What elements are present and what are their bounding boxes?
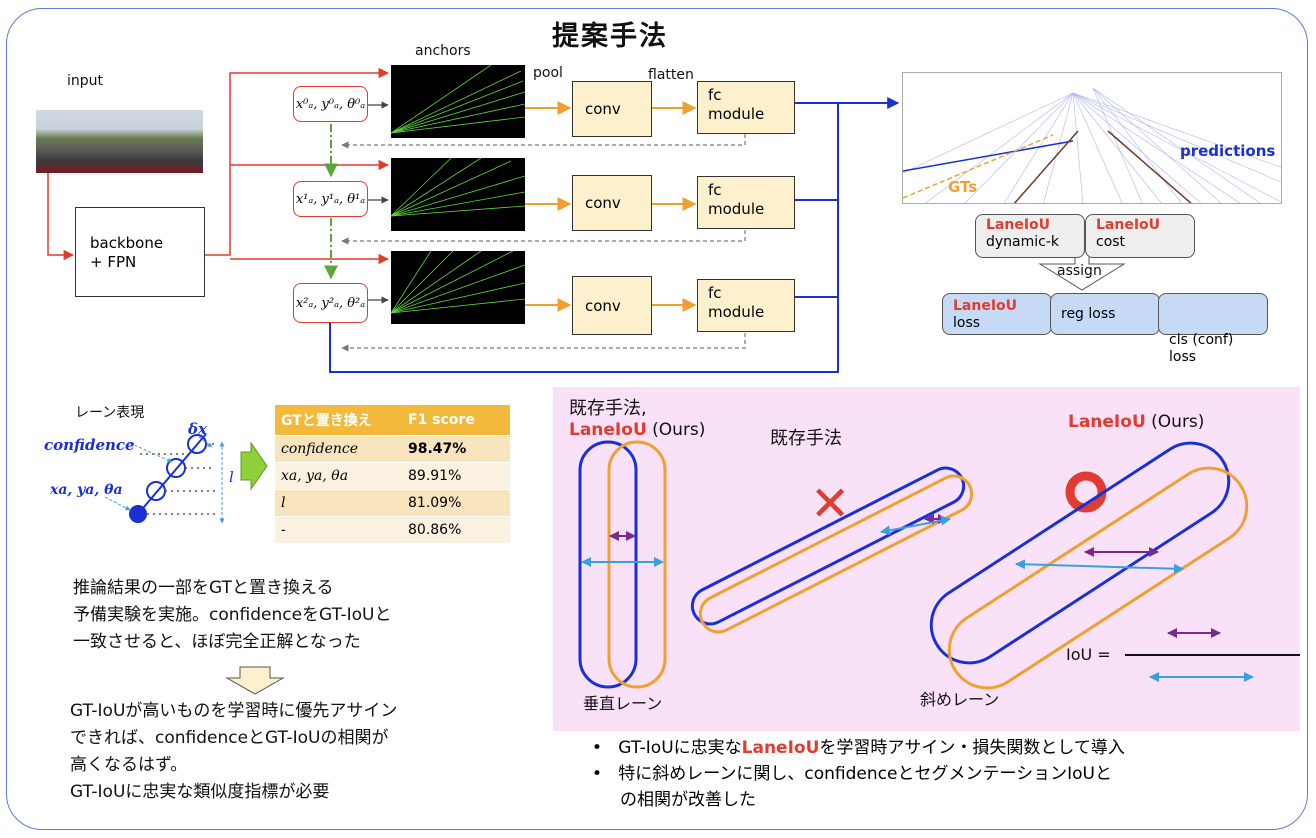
- assign-label: assign: [1057, 263, 1102, 279]
- anchors-label: anchors: [415, 43, 471, 59]
- slide-frame: [6, 8, 1308, 830]
- table-header: GTと置き換え: [275, 405, 402, 436]
- page-title: 提案手法: [552, 21, 668, 52]
- delta-x-label: δx: [188, 420, 207, 438]
- conv-box-1: conv: [572, 175, 652, 231]
- backbone-box: backbone + FPN: [75, 207, 205, 297]
- conv-box-2: conv: [572, 276, 652, 335]
- anchor-params-1: x¹ₐ, y¹ₐ, θ¹ₐ: [293, 181, 368, 217]
- conv-box-0: conv: [572, 81, 652, 137]
- lane-repr-diagram: [104, 433, 225, 524]
- predictions-panel: [902, 72, 1282, 204]
- vertical-title-a: 既存手法,: [569, 398, 647, 419]
- vertical-lane-label: 垂直レーン: [583, 694, 663, 713]
- input-image: [36, 110, 203, 173]
- conclusion-bullets: • GT-IoUに忠実なLaneIoUを学習時アサイン・損失関数として導入 • …: [592, 735, 1125, 813]
- input-label: input: [67, 73, 104, 89]
- anchor-params-0: x⁰ₐ, y⁰ₐ, θ⁰ₐ: [293, 86, 368, 122]
- anchors-image-0: [390, 64, 526, 138]
- bullet-item-cont: の相関が改善した: [620, 790, 756, 810]
- confidence-label: confidence: [44, 436, 135, 454]
- anchors-image-2: [390, 250, 526, 324]
- anchor-params-2: x²ₐ, y²ₐ, θ²ₐ: [293, 283, 368, 323]
- lane-repr-title: レーン表現: [75, 405, 145, 421]
- bullet-item: • GT-IoUに忠実なLaneIoUを学習時アサイン・損失関数として導入: [592, 738, 1125, 758]
- iou-illustration: [578, 440, 1300, 690]
- cls-conf-loss-box: cls (conf) loss: [1158, 293, 1268, 365]
- fc-module-box-1: fc module: [697, 176, 795, 229]
- predictions-label: predictions: [1180, 142, 1276, 160]
- cross-icon: ✕: [810, 476, 851, 532]
- reg-loss-box: reg loss: [1050, 293, 1160, 335]
- pool-label: pool: [533, 65, 563, 81]
- table-header: F1 score: [402, 405, 510, 436]
- flatten-label: flatten: [648, 67, 694, 83]
- l-label: l: [229, 468, 234, 486]
- bullet-item: • 特に斜めレーンに関し、confidenceとセグメンテーションIoUと: [592, 764, 1112, 784]
- table-row: -80.86%: [275, 516, 510, 543]
- ours-title: LaneIoU (Ours): [1068, 412, 1205, 432]
- fc-module-box-2: fc module: [697, 279, 795, 332]
- oblique-lane-label: 斜めレーン: [920, 690, 1000, 709]
- vertical-title-b: LaneIoU (Ours): [569, 420, 706, 440]
- prelim-experiment-text: 推論結果の一部をGTと置き換える 予備実験を実施。confidenceをGT-I…: [73, 578, 392, 652]
- xy-theta-label: xa, ya, θa: [50, 482, 123, 498]
- fc-module-box-0: fc module: [697, 81, 795, 134]
- anchors-image-1: [390, 157, 526, 231]
- hypothesis-text: GT-IoUが高いものを学習時に優先アサイン できれば、confidenceとG…: [70, 701, 398, 802]
- gts-label: GTs: [948, 178, 978, 196]
- existing-method-title: 既存手法: [770, 428, 842, 449]
- iou-formula-label: IoU =: [1066, 645, 1111, 664]
